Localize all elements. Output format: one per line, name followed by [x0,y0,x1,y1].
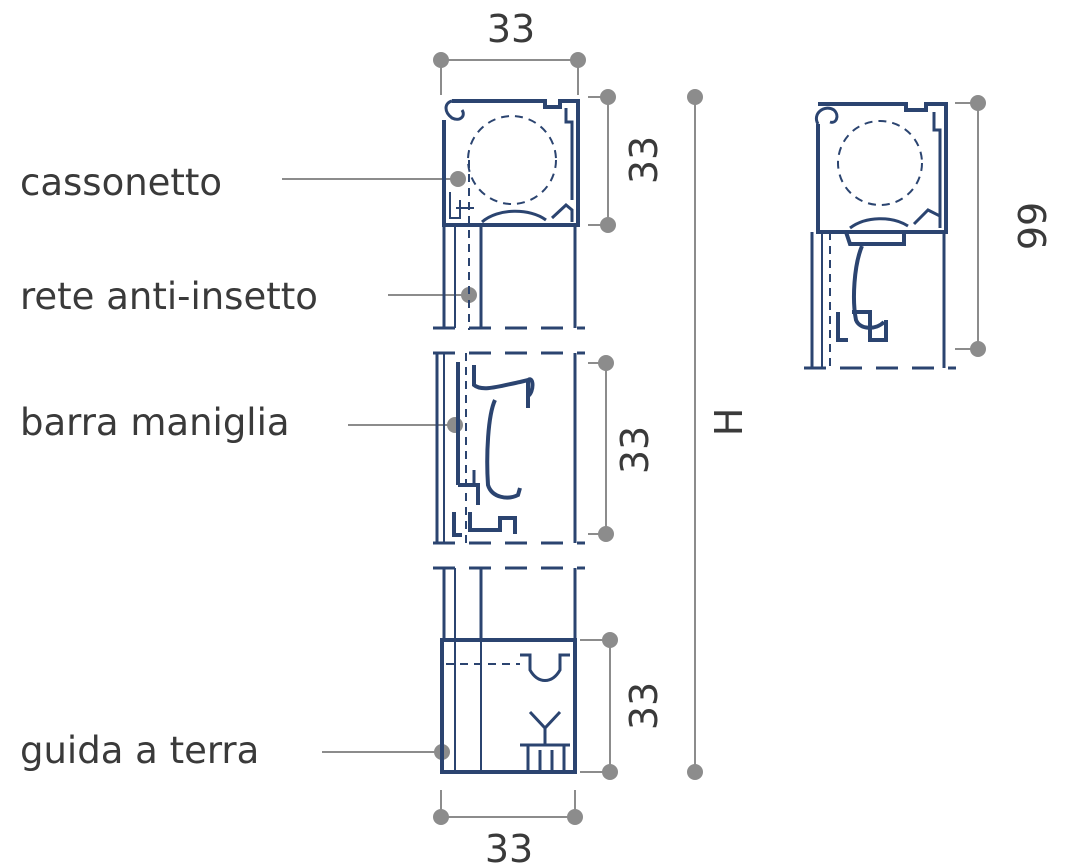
label-rete-text: rete anti-insetto [20,275,318,318]
label-barra: barra maniglia [20,401,463,444]
dimension-total-height: H [687,89,751,780]
guide-rails-lower [433,566,585,640]
dimension-total-height-text: H [707,408,751,437]
side-section-profile [804,102,956,370]
dimension-side-section-height-text: 66 [1009,202,1053,250]
barra-profile [433,351,585,545]
dimension-guida-height-text: 33 [622,682,666,730]
dimension-barra-height: 33 [588,355,657,542]
dimension-cassonetto-height: 33 [588,89,666,233]
dimension-top-width-text: 33 [487,7,535,51]
label-cassonetto: cassonetto [20,161,466,204]
label-barra-text: barra maniglia [20,401,290,444]
dimension-bottom-width-text: 33 [485,827,533,868]
dimension-cassonetto-height-text: 33 [622,136,666,184]
dimension-barra-height-text: 33 [613,426,657,474]
dimension-side-section-height: 66 [955,95,1053,357]
dimension-guida-height: 33 [580,632,666,780]
label-rete: rete anti-insetto [20,275,477,318]
guida-profile [440,638,577,774]
cassonetto-profile [442,99,580,227]
label-cassonetto-text: cassonetto [20,161,222,204]
dimension-top-width: 33 [433,7,586,95]
guide-rails-upper [433,160,585,330]
dimension-bottom-width: 33 [433,790,583,868]
label-guida-text: guida a terra [20,729,259,772]
label-guida: guida a terra [20,729,450,772]
